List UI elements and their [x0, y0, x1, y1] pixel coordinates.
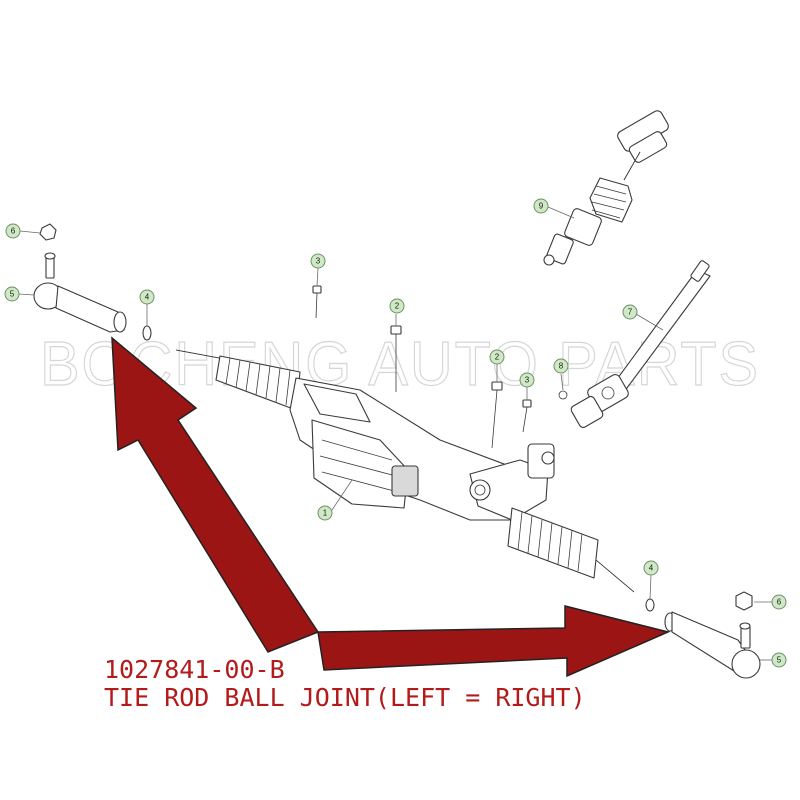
- callout-5b: 5: [771, 652, 787, 668]
- leader-6a: [19, 230, 41, 234]
- bolt-part-3b: [522, 399, 532, 433]
- callout-4a: 4: [139, 289, 155, 305]
- svg-text:8: 8: [559, 362, 564, 371]
- part-description-label: TIE ROD BALL JOINT(LEFT = RIGHT): [104, 683, 586, 712]
- callout-8: 8: [553, 358, 569, 374]
- callout-5a: 5: [4, 286, 20, 302]
- svg-text:5: 5: [10, 290, 15, 299]
- leader-4b: [649, 574, 652, 600]
- right-nut-part-6: [735, 591, 753, 611]
- leader-8: [560, 373, 564, 391]
- left-jam-nut-part-4: [142, 325, 152, 341]
- part-number-label: 1027841-00-B: [104, 655, 285, 684]
- callout-6b: 6: [771, 594, 787, 610]
- steering-rack-part: [175, 349, 635, 593]
- column-shaft-part: [570, 260, 711, 428]
- callout-2a: 2: [389, 298, 405, 314]
- svg-text:3: 3: [316, 257, 321, 266]
- callout-2b: 2: [489, 349, 505, 365]
- callout-7: 7: [622, 304, 638, 320]
- svg-text:4: 4: [649, 564, 654, 573]
- leader-9: [547, 206, 575, 219]
- svg-text:7: 7: [628, 308, 633, 317]
- arrow-right: [317, 605, 671, 678]
- leader-7: [635, 313, 664, 331]
- svg-text:3: 3: [525, 376, 530, 385]
- svg-text:1: 1: [323, 509, 328, 518]
- clip-part: [558, 390, 568, 400]
- callout-3a: 3: [310, 253, 326, 269]
- bolt-part-3a: [312, 285, 322, 319]
- callout-4b: 4: [643, 560, 659, 576]
- svg-text:2: 2: [395, 302, 400, 311]
- leader-1: [331, 479, 353, 511]
- svg-text:2: 2: [495, 353, 500, 362]
- leader-3a: [316, 267, 319, 287]
- callout-6a: 6: [5, 223, 21, 239]
- svg-text:6: 6: [777, 598, 782, 607]
- right-tie-rod-end-part: [664, 611, 761, 679]
- arrow-up-left: [111, 336, 320, 653]
- left-nut-part-6: [39, 223, 57, 241]
- svg-text:6: 6: [11, 227, 16, 236]
- callout-3b: 3: [519, 372, 535, 388]
- intermediate-shaft-part: [543, 110, 669, 266]
- callout-1: 1: [317, 505, 333, 521]
- svg-text:9: 9: [539, 202, 544, 211]
- svg-text:5: 5: [777, 656, 782, 665]
- left-tie-rod-end-part: [33, 252, 127, 333]
- svg-text:4: 4: [145, 293, 150, 302]
- callout-9: 9: [533, 198, 549, 214]
- right-jam-nut-part-4: [645, 598, 655, 612]
- leader-5a: [18, 293, 35, 296]
